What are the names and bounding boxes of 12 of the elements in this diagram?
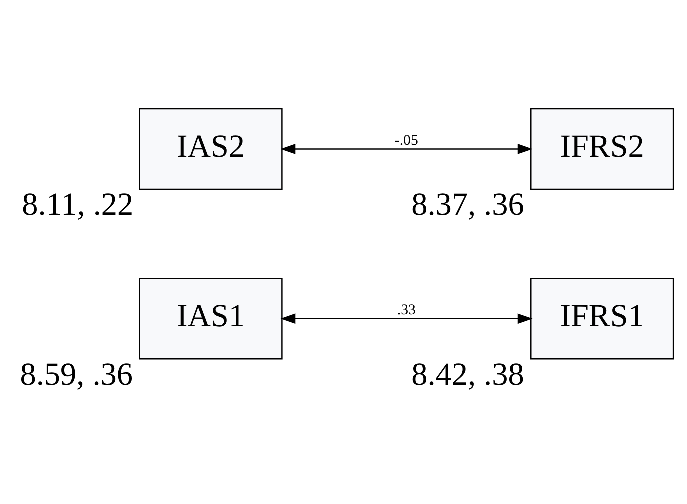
edge-label: .33	[397, 302, 416, 319]
node-label: 8.11, .22	[22, 186, 134, 222]
node-box: IAS2	[139, 108, 283, 190]
node-box: IFRS1	[530, 278, 674, 360]
arrow	[280, 144, 533, 154]
node-box: IFRS2	[530, 108, 674, 190]
node-box: IAS1	[139, 278, 283, 360]
node-label: 8.42, .38	[412, 356, 524, 392]
edge-label: -.05	[394, 132, 418, 149]
node-label: 8.37, .36	[412, 186, 524, 222]
arrow	[280, 314, 533, 324]
node-label: 8.59, .36	[20, 356, 133, 392]
